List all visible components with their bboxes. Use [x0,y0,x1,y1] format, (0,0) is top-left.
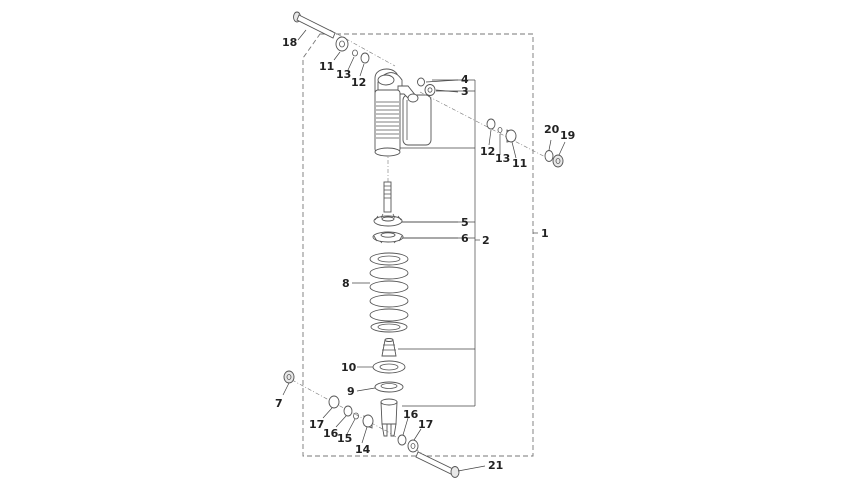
bottom-mount-hardware [283,370,460,478]
callout-12-top: 12 [351,76,366,89]
callout-20: 20 [544,123,560,136]
callout-10: 10 [341,361,357,374]
spring-washer [372,360,406,374]
callout-12-right: 12 [480,145,495,158]
callout-labels: 1 2 3 4 5 6 7 8 9 10 11 11 12 12 13 13 1… [275,36,575,472]
callout-4: 4 [461,73,469,86]
assembly-boundary [302,33,534,457]
callout-11-right: 11 [512,157,527,170]
shock-body [374,68,432,210]
lower-clevis [380,398,398,437]
callout-6: 6 [461,232,469,245]
callout-19: 19 [560,129,575,142]
callout-13-top: 13 [336,68,351,81]
callout-8: 8 [342,277,350,290]
body-ribs [376,101,399,139]
spring-seat [374,381,404,393]
callout-5: 5 [461,216,469,229]
callout-3: 3 [461,85,469,98]
lock-nut [373,213,403,227]
coil-spring [369,252,409,333]
callout-13-right: 13 [495,152,510,165]
callout-15: 15 [337,432,352,445]
callout-18: 18 [282,36,297,49]
top-mount-hardware [293,11,564,168]
callout-21: 21 [488,459,503,472]
callout-14: 14 [355,443,371,456]
callout-9: 9 [347,385,355,398]
bump-stop [381,338,397,357]
shock-shaft [383,181,392,213]
callout-16-left: 16 [323,427,339,440]
callout-7: 7 [275,397,283,410]
callout-11-top: 11 [319,60,334,73]
callout-leaders [282,29,566,472]
callout-2: 2 [482,234,490,247]
callout-17-left: 17 [309,418,324,431]
callout-1: 1 [541,227,549,240]
callout-17-right: 17 [418,418,433,431]
callout-16-right: 16 [403,408,419,421]
adjuster-nut [372,231,404,244]
